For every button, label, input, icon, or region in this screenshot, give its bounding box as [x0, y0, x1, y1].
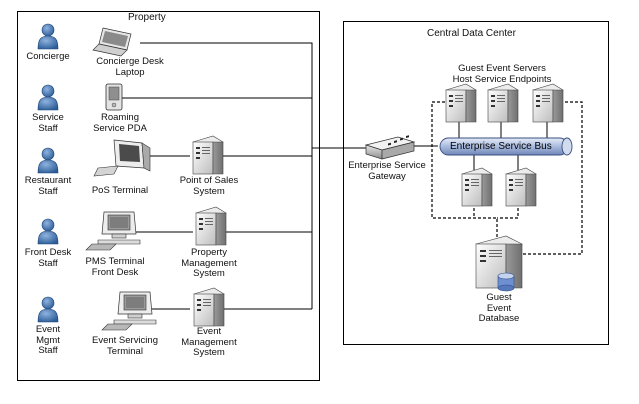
data-center-boundary	[343, 21, 609, 345]
device-label-laptop: Concierge Desk Laptop	[96, 56, 164, 78]
guest-event-server-2-icon	[487, 83, 519, 123]
front-desk-staff-person-icon	[37, 218, 59, 245]
pms-terminal-icon	[85, 211, 141, 251]
dash-link-srv3-db	[521, 101, 583, 255]
enterprise-service-bus	[439, 137, 573, 156]
restaurant-staff-person-icon	[37, 147, 59, 174]
role-label-concierge: Concierge	[26, 51, 70, 62]
property-boundary	[17, 11, 320, 381]
event-mgmt-staff-person-icon	[37, 296, 59, 323]
guest-event-server-3-icon	[532, 83, 564, 123]
dash-link-srv1-db	[431, 101, 498, 238]
database-label: Guest Event Database	[478, 292, 520, 324]
servers-label: Guest Event Servers Host Service Endpoin…	[452, 63, 552, 85]
role-label-event-mgmt-staff: Event Mgmt Staff	[35, 324, 61, 356]
connector-lines	[122, 42, 548, 310]
event-terminal-icon	[101, 291, 157, 331]
pda-icon	[105, 83, 123, 111]
db-replication-links	[431, 101, 583, 255]
device-label-pos: PoS Terminal	[91, 185, 149, 196]
property-title: Property	[128, 12, 166, 23]
role-label-front-desk-staff: Front Desk Staff	[24, 247, 72, 269]
laptop-icon	[92, 27, 132, 57]
database-cylinder-icon	[497, 272, 515, 292]
gateway-label: Enterprise Service Gateway	[348, 160, 426, 182]
bus-label: Enterprise Service Bus	[450, 141, 552, 152]
guest-event-server-1-icon	[445, 83, 477, 123]
pos-terminal-icon	[93, 139, 151, 177]
system-label-pos: Point of Sales System	[179, 175, 239, 197]
role-label-service-staff: Service Staff	[32, 112, 64, 134]
pos-system-server-icon	[192, 135, 224, 175]
concierge-person-icon	[37, 23, 59, 50]
pms-server-icon	[195, 206, 227, 246]
role-label-restaurant-staff: Restaurant Staff	[24, 175, 72, 197]
device-label-pda: Roaming Service PDA	[93, 112, 147, 134]
service-staff-person-icon	[37, 84, 59, 111]
device-label-event-terminal: Event Servicing Terminal	[91, 335, 158, 357]
device-label-pms-terminal: PMS Terminal Front Desk	[85, 256, 145, 278]
network-switch-icon	[364, 135, 416, 160]
guest-event-server-5-icon	[505, 167, 537, 207]
link-laptop	[140, 42, 313, 309]
system-label-pms: Property Management System	[181, 247, 237, 279]
data-center-title: Central Data Center	[427, 28, 516, 39]
dash-link-srv5-db	[497, 208, 519, 219]
guest-event-server-4-icon	[461, 167, 493, 207]
system-label-event: Event Management System	[181, 326, 237, 358]
event-system-server-icon	[193, 287, 225, 327]
